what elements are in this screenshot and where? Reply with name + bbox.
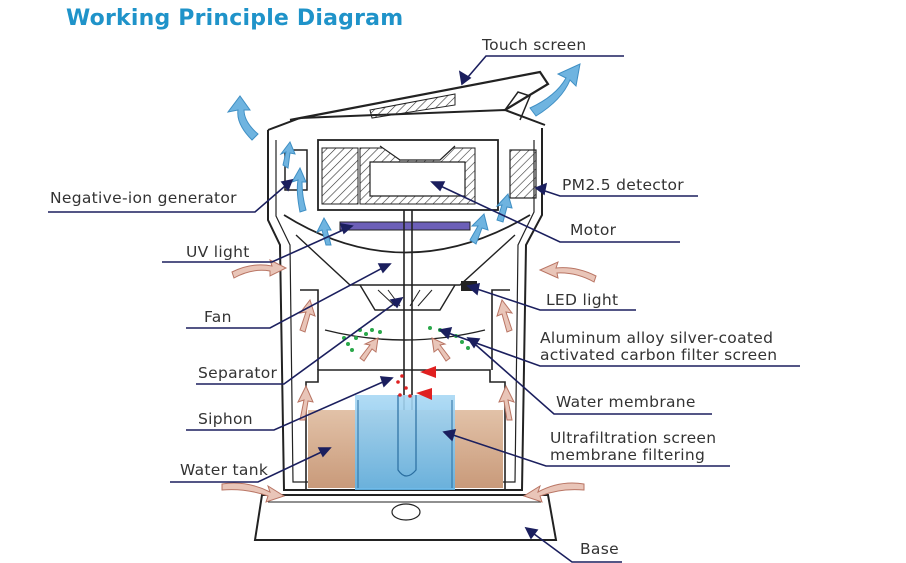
leader-water-tank	[170, 447, 331, 483]
filter-dots	[342, 326, 476, 352]
air-in-arrows	[221, 259, 597, 503]
leader-motor	[431, 181, 680, 243]
label-base: Base	[580, 540, 619, 558]
label-fan: Fan	[204, 308, 232, 326]
label-negative-ion-generator: Negative-ion generator	[50, 189, 237, 207]
leader-negative-ion	[48, 179, 293, 213]
leader-lines	[48, 55, 800, 563]
leader-led	[467, 285, 636, 311]
leader-touch-screen	[461, 55, 624, 85]
label-aluminum-filter-line1: Aluminum alloy silver-coated	[540, 329, 774, 347]
label-led-light: LED light	[546, 291, 619, 309]
leader-base	[525, 527, 622, 563]
label-touch-screen: Touch screen	[482, 36, 587, 54]
red-flow-arrows	[396, 366, 436, 400]
label-water-membrane: Water membrane	[556, 393, 696, 411]
label-water-tank: Water tank	[180, 461, 269, 479]
leader-fan	[186, 263, 391, 329]
touch-screen-panel	[289, 70, 550, 122]
leader-ultrafiltration	[443, 431, 730, 467]
leader-separator	[196, 297, 403, 385]
label-ultrafiltration-line2: membrane filtering	[550, 446, 706, 464]
label-separator: Separator	[198, 364, 278, 382]
label-ultrafiltration-line1: Ultrafiltration screen	[550, 429, 717, 447]
label-siphon: Siphon	[198, 410, 253, 428]
label-aluminum-filter: Aluminum alloy silver-coated activated c…	[540, 330, 777, 364]
leader-uv	[162, 225, 353, 263]
tank-water	[355, 395, 455, 490]
leader-water-membrane	[467, 337, 712, 415]
label-aluminum-filter-line2: activated carbon filter screen	[540, 346, 778, 364]
device-body	[253, 70, 558, 541]
leader-siphon	[186, 377, 393, 431]
label-uv-light: UV light	[186, 243, 250, 261]
diagram-title: Working Principle Diagram	[66, 6, 404, 31]
label-pm25-detector: PM2.5 detector	[562, 176, 684, 194]
label-motor: Motor	[570, 221, 617, 239]
label-ultrafiltration: Ultrafiltration screen membrane filterin…	[550, 430, 716, 464]
